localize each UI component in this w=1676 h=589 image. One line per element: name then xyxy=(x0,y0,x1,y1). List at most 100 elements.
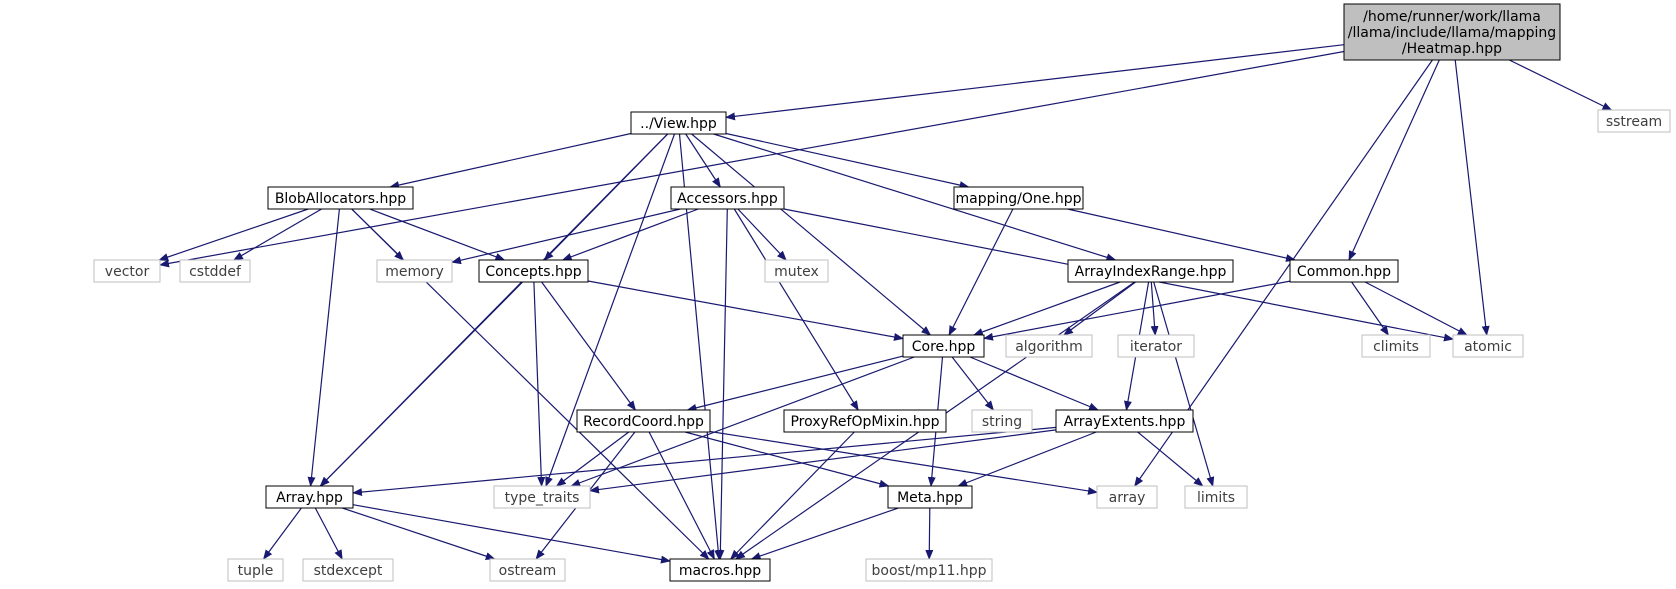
node-memory: memory xyxy=(376,259,453,283)
edge-arrayIndexRange-to-limits xyxy=(1153,281,1215,487)
edge-accessors-to-proxyRef xyxy=(733,208,859,411)
edge-common-to-core xyxy=(983,280,1291,341)
edge-concepts-to-core xyxy=(587,280,904,341)
node-string-box xyxy=(971,409,1033,433)
node-boostmp11-box xyxy=(865,558,993,582)
node-limits: limits xyxy=(1184,485,1248,509)
edge-blobAllocators-to-concepts xyxy=(369,208,506,261)
edge-view-to-arrayIndexRange xyxy=(713,133,1117,262)
node-ostream-label: ostream xyxy=(499,563,557,579)
node-heatmap[interactable]: /home/runner/work/llama/llama/include/ll… xyxy=(1343,3,1561,61)
edge-meta-to-boostmp11 xyxy=(925,507,934,560)
node-heatmap-label: /home/runner/work/llama xyxy=(1363,9,1541,25)
edge-array_hpp-to-tuple xyxy=(263,507,302,560)
edge-mappingOne-to-core xyxy=(948,208,1014,336)
node-recordCoord-box xyxy=(576,409,711,433)
node-atomic-label: atomic xyxy=(1464,339,1512,355)
edge-proxyRef-to-macros xyxy=(730,431,855,560)
edge-arrayIndexRange-to-algorithm xyxy=(1063,281,1136,336)
edge-concepts-to-array_hpp xyxy=(319,281,524,487)
node-common[interactable]: Common.hpp xyxy=(1289,259,1399,283)
node-ostream-box xyxy=(489,558,566,582)
edge-recordCoord-to-type_traits xyxy=(555,431,630,487)
edge-blobAllocators-to-vector xyxy=(158,208,309,261)
node-common-label: Common.hpp xyxy=(1297,264,1391,280)
node-iterator-box xyxy=(1117,334,1195,358)
edge-array_hpp-to-macros xyxy=(352,504,671,564)
edge-blobAllocators-to-cstddef xyxy=(233,208,322,261)
edge-heatmap-to-sstream xyxy=(1509,59,1613,111)
edges-layer xyxy=(158,44,1613,564)
node-boostmp11-label: boost/mp11.hpp xyxy=(872,563,987,579)
edge-blobAllocators-to-array_hpp xyxy=(307,208,340,487)
node-string: string xyxy=(971,409,1033,433)
edge-accessors-to-macros xyxy=(716,208,728,560)
node-sstream-box xyxy=(1597,109,1671,133)
node-core-label: Core.hpp xyxy=(912,339,976,355)
node-algorithm-box xyxy=(1005,334,1093,358)
node-stdexcept: stdexcept xyxy=(302,558,394,582)
node-proxyRef-label: ProxyRefOpMixin.hpp xyxy=(790,414,939,430)
edge-concepts-to-type_traits xyxy=(533,281,546,487)
node-macros-box xyxy=(669,558,771,582)
edge-concepts-to-recordCoord xyxy=(541,281,636,411)
node-macros[interactable]: macros.hpp xyxy=(669,558,771,582)
edge-accessors-to-memory xyxy=(451,208,681,265)
edge-accessors-to-mutex xyxy=(737,208,787,261)
node-blobAllocators-label: BlobAllocators.hpp xyxy=(275,191,406,207)
node-blobAllocators[interactable]: BlobAllocators.hpp xyxy=(267,186,414,210)
node-proxyRef[interactable]: ProxyRefOpMixin.hpp xyxy=(783,409,947,433)
node-type_traits: type_traits xyxy=(493,485,591,509)
node-type_traits-box xyxy=(493,485,591,509)
node-tuple-label: tuple xyxy=(238,563,274,579)
edge-arrayExtents-to-meta xyxy=(957,431,1097,487)
node-string-label: string xyxy=(982,414,1022,430)
node-atomic-box xyxy=(1452,334,1524,358)
node-array_std: array xyxy=(1096,485,1158,509)
edge-core-to-string xyxy=(951,356,995,411)
edge-heatmap-to-common xyxy=(1348,59,1440,261)
node-tuple: tuple xyxy=(227,558,284,582)
node-heatmap-label: /Heatmap.hpp xyxy=(1402,41,1502,57)
edge-array_hpp-to-stdexcept xyxy=(314,507,343,560)
edge-heatmap-to-view xyxy=(725,44,1345,121)
node-sstream-label: sstream xyxy=(1606,114,1662,130)
node-common-box xyxy=(1289,259,1399,283)
node-memory-box xyxy=(376,259,453,283)
node-concepts-label: Concepts.hpp xyxy=(485,264,581,280)
edge-array_hpp-to-ostream xyxy=(342,507,496,560)
node-mappingOne[interactable]: mapping/One.hpp xyxy=(953,186,1084,210)
node-algorithm-label: algorithm xyxy=(1015,339,1083,355)
node-atomic: atomic xyxy=(1452,334,1524,358)
edge-accessors-to-concepts xyxy=(561,208,699,261)
edge-view-to-blobAllocators xyxy=(389,132,632,189)
node-mutex-label: mutex xyxy=(774,264,819,280)
node-accessors[interactable]: Accessors.hpp xyxy=(670,186,785,210)
node-recordCoord[interactable]: RecordCoord.hpp xyxy=(576,409,711,433)
node-mutex-box xyxy=(764,259,829,283)
edge-blobAllocators-to-macros xyxy=(351,208,710,560)
node-meta[interactable]: Meta.hpp xyxy=(887,485,973,509)
node-proxyRef-box xyxy=(783,409,947,433)
node-arrayIndexRange-box xyxy=(1067,259,1234,283)
edge-view-to-mappingOne xyxy=(725,132,970,189)
node-cstddef-label: cstddef xyxy=(189,264,242,280)
edge-arrayExtents-to-limits xyxy=(1137,431,1204,487)
node-core[interactable]: Core.hpp xyxy=(902,334,985,358)
edge-arrayIndexRange-to-iterator xyxy=(1150,281,1159,336)
node-view[interactable]: ../View.hpp xyxy=(630,111,727,135)
node-heatmap-label: /llama/include/llama/mapping xyxy=(1348,25,1556,41)
node-iterator: iterator xyxy=(1117,334,1195,358)
edge-arrayExtents-to-type_traits xyxy=(589,429,1057,494)
edge-heatmap-to-atomic xyxy=(1454,59,1490,336)
node-vector-label: vector xyxy=(105,264,150,280)
edge-meta-to-macros xyxy=(750,507,899,560)
node-array_hpp[interactable]: Array.hpp xyxy=(265,485,354,509)
node-arrayExtents[interactable]: ArrayExtents.hpp xyxy=(1055,409,1194,433)
edge-arrayExtents-to-array_hpp xyxy=(352,426,1057,497)
node-arrayIndexRange-label: ArrayIndexRange.hpp xyxy=(1075,264,1227,280)
node-mappingOne-box xyxy=(953,186,1084,210)
node-concepts[interactable]: Concepts.hpp xyxy=(478,259,589,283)
node-arrayIndexRange[interactable]: ArrayIndexRange.hpp xyxy=(1067,259,1234,283)
